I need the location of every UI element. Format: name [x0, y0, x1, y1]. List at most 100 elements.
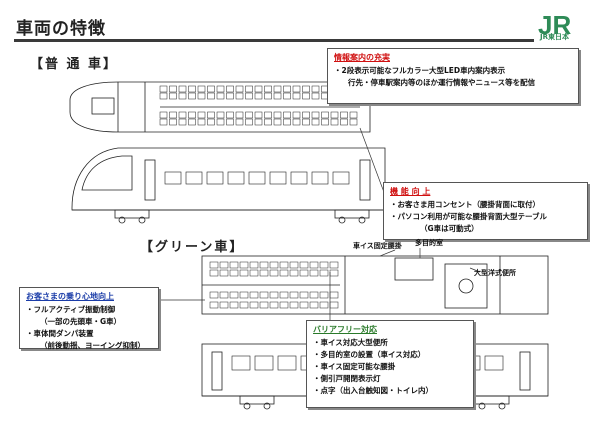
label-wheelchair-seat: 車イス固定腰掛	[353, 242, 402, 250]
seat	[264, 92, 272, 100]
seat	[319, 261, 329, 269]
seat	[226, 111, 234, 119]
seat	[209, 261, 219, 269]
seat	[292, 85, 301, 93]
regular-car-plan-view	[69, 81, 371, 133]
callout-ride-heading: お客さまの乗り心地向上	[26, 292, 114, 301]
seat	[279, 269, 289, 277]
seat	[309, 291, 319, 299]
callout-function-heading: 機 能 向 上	[390, 187, 431, 196]
seat	[289, 269, 299, 277]
label-multipurpose-room: 多目的室	[415, 239, 443, 247]
seat	[239, 301, 249, 309]
seat	[169, 92, 177, 100]
seat	[188, 92, 196, 100]
seat	[219, 301, 229, 309]
callout-function-line-3: （G車は可動式）	[420, 224, 479, 233]
page-title: 車両の特徴	[16, 19, 106, 39]
seat	[169, 85, 177, 93]
seat	[197, 111, 206, 119]
callout-function-line-2: ・パソコン利用が可能な腰掛背面大型テーブル	[390, 212, 548, 221]
seat	[249, 261, 259, 269]
seat	[340, 118, 348, 126]
seat	[299, 301, 309, 309]
seat	[269, 261, 279, 269]
seat	[329, 291, 339, 299]
callout-function-upgrade: 機 能 向 上 ・お客さま用コンセント（腰掛背面に取付） ・パソコン利用が可能な…	[383, 182, 588, 240]
seat	[289, 301, 299, 309]
seat	[207, 111, 215, 119]
seat	[329, 301, 339, 309]
callout-ride-comfort: お客さまの乗り心地向上 ・フルアクティブ振動制御 （一部の先頭車・G車） ・車体…	[19, 287, 159, 350]
seat	[259, 269, 269, 277]
seat	[216, 118, 225, 126]
seat	[245, 85, 253, 93]
callout-barrier-line-4: ・側引戸開閉表示灯	[313, 374, 381, 383]
seat	[235, 92, 244, 100]
seat	[289, 291, 299, 299]
seat	[299, 261, 309, 269]
section-green-car: 【グリーン車】	[140, 240, 245, 255]
seat	[319, 269, 329, 277]
seat	[283, 111, 291, 119]
seat	[283, 118, 291, 126]
seat	[269, 291, 279, 299]
window	[290, 171, 308, 185]
window	[277, 355, 297, 371]
seat	[219, 291, 229, 299]
jr-logo-icon: JR	[538, 10, 571, 40]
seat	[259, 291, 269, 299]
seat	[279, 291, 289, 299]
seat	[283, 85, 291, 93]
callout-barrier-line-5: ・点字（出入台触知図・トイレ内）	[313, 386, 433, 395]
callout-info-display: 情報案内の充実 ・2段表示可能なフルカラー大型LED車内案内表示 行先・停車駅案…	[327, 48, 579, 104]
callout-ride-line-2: （一部の先頭車・G車）	[40, 317, 122, 326]
seat	[239, 291, 249, 299]
seat	[209, 301, 219, 309]
seat	[245, 92, 253, 100]
seat	[178, 85, 187, 93]
seat	[229, 291, 239, 299]
callout-barrier-heading: バリアフリー対応	[313, 325, 377, 334]
seat	[216, 92, 225, 100]
seat	[188, 85, 196, 93]
seat	[302, 118, 310, 126]
seat	[329, 261, 339, 269]
callout-ride-line-4: （前後動揺、ヨーイング抑制）	[40, 341, 145, 350]
seat	[197, 85, 206, 93]
seat	[219, 269, 229, 277]
seat	[188, 111, 196, 119]
seat	[245, 111, 253, 119]
seat	[235, 111, 244, 119]
seat	[245, 118, 253, 126]
regular-car-bogies	[114, 209, 370, 224]
callout-info-heading: 情報案内の充実	[334, 53, 390, 62]
seat	[226, 118, 234, 126]
seat	[249, 269, 259, 277]
window	[332, 171, 350, 185]
seat	[254, 111, 263, 119]
window	[164, 171, 182, 185]
seat	[321, 111, 329, 119]
seat	[311, 118, 320, 126]
seat	[159, 85, 168, 93]
seat	[309, 269, 319, 277]
seat	[309, 301, 319, 309]
seat	[311, 92, 320, 100]
seat	[309, 261, 319, 269]
seat	[302, 92, 310, 100]
callout-barrier-free: バリアフリー対応 ・車イス対応大型便所 ・多目的室の設置（車イス対応） ・車イス…	[306, 320, 474, 408]
seat	[254, 85, 263, 93]
seat	[159, 92, 168, 100]
window	[185, 171, 203, 185]
seat	[269, 269, 279, 277]
seat	[197, 92, 206, 100]
seat	[299, 291, 309, 299]
callout-info-line-1: ・2段表示可能なフルカラー大型LED車内案内表示	[334, 66, 506, 75]
seat	[188, 118, 196, 126]
green-car-bogies	[239, 395, 510, 410]
seat	[319, 301, 329, 309]
seat	[279, 261, 289, 269]
seat	[216, 85, 225, 93]
callout-barrier-line-1: ・車イス対応大型便所	[313, 338, 388, 347]
